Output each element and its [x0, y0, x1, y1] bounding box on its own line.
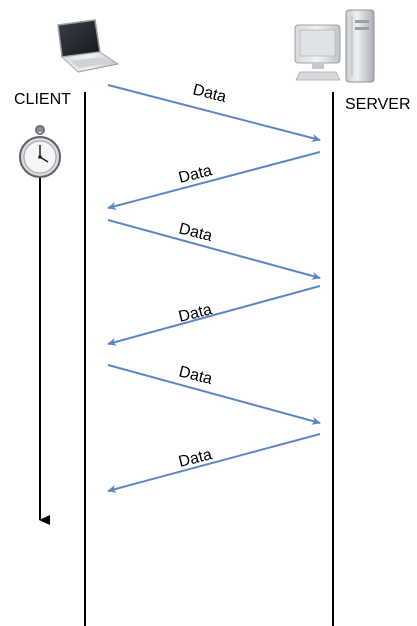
laptop-icon	[57, 19, 120, 73]
message-5: Data	[107, 363, 321, 425]
stopwatch-icon	[19, 125, 61, 178]
message-label-2: Data	[177, 162, 214, 187]
message-arrow-2	[107, 151, 321, 210]
message-4: Data	[107, 285, 321, 346]
message-arrow-1	[107, 84, 321, 142]
message-arrow-4	[107, 285, 321, 346]
message-3: Data	[107, 219, 321, 280]
message-label-6: Data	[177, 446, 214, 471]
message-arrow-6	[107, 433, 321, 493]
client-label: CLIENT	[14, 91, 71, 108]
message-6: Data	[107, 433, 321, 493]
message-arrow-3	[107, 219, 321, 280]
message-2: Data	[107, 151, 321, 210]
server-label: SERVER	[345, 96, 411, 113]
message-label-1: Data	[191, 81, 228, 106]
desktop-computer-icon	[294, 9, 375, 83]
message-label-4: Data	[177, 301, 214, 326]
message-1: Data	[107, 81, 321, 142]
message-arrow-5	[107, 364, 321, 425]
